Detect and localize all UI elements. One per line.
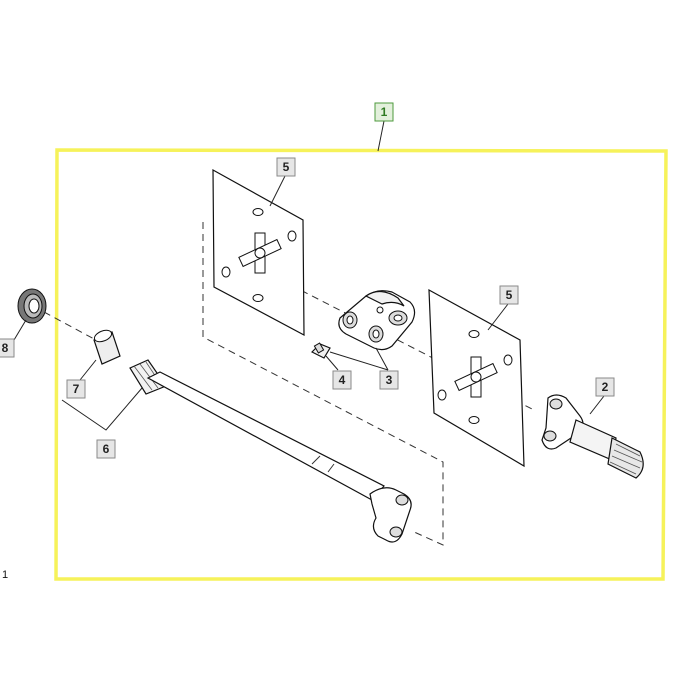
dashed-guide-shaft [43,311,97,341]
callout-3[interactable]: 3 [379,370,399,390]
assembly-highlight-frame [54,148,668,581]
svg-text:2: 2 [602,380,609,394]
callout-4[interactable]: 4 [332,370,352,390]
callout-2[interactable]: 2 [595,377,615,397]
leader-line-1 [377,120,385,152]
callout-1[interactable]: 1 [374,102,394,122]
callout-5-lower[interactable]: 5 [499,285,519,305]
svg-text:3: 3 [386,373,393,387]
leader-line-6 [61,387,143,431]
leader-line-7 [79,359,97,381]
svg-text:1: 1 [381,105,388,119]
axle-shaft [129,359,412,543]
cross-kit-upper [212,168,305,337]
leader-line-5-upper [269,175,286,207]
yoke-shaft [541,394,644,479]
svg-text:6: 6 [103,442,110,456]
leader-line-3 [375,347,389,371]
callout-8[interactable]: 8 [0,338,15,358]
svg-text:5: 5 [283,160,290,174]
bushing [93,329,121,365]
leader-line-4 [325,355,339,371]
callout-5-upper[interactable]: 5 [276,157,296,177]
leader-line-5-lower [487,303,509,331]
svg-text:4: 4 [339,373,346,387]
leader-line-8 [13,319,27,341]
svg-text:8: 8 [2,341,9,355]
svg-text:5: 5 [506,288,513,302]
leader-line-2 [589,395,605,415]
callout-7[interactable]: 7 [66,379,86,399]
corner-mark: 1 [2,569,8,581]
dashed-guide-upper [202,222,444,546]
svg-text:7: 7 [73,382,80,396]
grease-fitting [310,342,331,359]
center-yoke [338,290,416,351]
leader-line-3b [329,351,389,371]
cross-kit-lower [428,288,525,468]
seal [17,288,47,324]
callout-6[interactable]: 6 [96,439,116,459]
